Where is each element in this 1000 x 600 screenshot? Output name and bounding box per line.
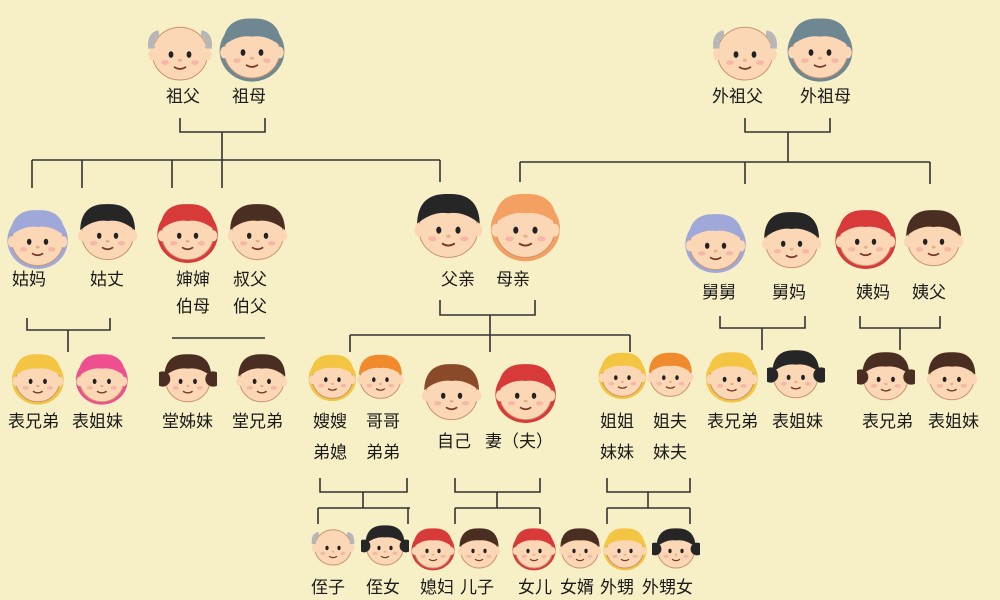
maternal-aunt-face — [835, 210, 897, 270]
label-sister-husband-2: 妹夫 — [653, 443, 687, 463]
label-brother-1: 哥哥 — [366, 412, 400, 432]
label-paternal-cousin-brothers: 堂兄弟 — [232, 412, 283, 432]
label-maternal-cousin-sisters: 表姐妹 — [772, 412, 823, 432]
son-in-law-face — [558, 528, 602, 569]
label-uncle-1: 叔父 — [233, 270, 267, 290]
connector-grandparents — [179, 118, 266, 160]
connector-maternal-uncle-couple — [719, 316, 806, 350]
mother-face — [490, 193, 560, 261]
label-grandmother: 祖母 — [232, 87, 266, 107]
connector-sister-couple — [606, 478, 691, 524]
maternal-cousin-brother-face — [706, 352, 758, 403]
spouse-face — [495, 364, 557, 424]
label-aunt-in-law-1: 婶婶 — [176, 270, 210, 290]
cousin-brother-face — [12, 354, 64, 405]
niece-face — [361, 525, 409, 566]
maternal-uncle-face — [685, 214, 747, 274]
connector-paternal-aunt-couple — [26, 318, 111, 352]
connector-self-couple — [454, 478, 541, 524]
maternal-cousin-sister-2-face — [857, 352, 915, 401]
connector-maternal-grandparents — [744, 118, 831, 162]
cousin-sister-face — [76, 354, 128, 405]
father-face — [414, 193, 482, 258]
daughter-face — [512, 528, 556, 571]
label-daughter-in-law: 媳妇 — [420, 578, 454, 598]
label-sister-1: 姐姐 — [600, 412, 634, 432]
label-maternal-grandmother: 外祖母 — [800, 87, 851, 107]
label-paternal-aunt-husband: 姑丈 — [90, 270, 124, 290]
daughter-in-law-face — [411, 528, 455, 571]
label-self: 自己 — [437, 432, 471, 452]
label-cousin-brothers: 表兄弟 — [8, 412, 59, 432]
sister-husband-face — [646, 352, 694, 397]
label-father: 父亲 — [441, 270, 475, 290]
maternal-cousin-sister-face — [767, 350, 825, 399]
paternal-aunt-face — [7, 210, 69, 270]
label-maternal-cousin-brothers: 表兄弟 — [707, 412, 758, 432]
connector-brother-couple — [317, 478, 410, 524]
label-paternal-cousin-sisters: 堂姊妹 — [162, 412, 213, 432]
label-maternal-uncle: 舅舅 — [702, 283, 736, 303]
label-brother-2: 弟弟 — [366, 443, 400, 463]
label-maternal-aunt: 姨妈 — [856, 283, 890, 303]
sister-face — [598, 352, 646, 399]
label-sister-2: 妹妹 — [600, 443, 634, 463]
label-spouse: 妻（夫） — [485, 432, 553, 452]
label-sister-daughter: 外甥女 — [642, 578, 693, 598]
connector-maternal-aunt-couple — [859, 316, 941, 350]
connector-maternal-children — [519, 161, 931, 184]
connector-parents — [349, 300, 631, 352]
sister-daughter-face — [652, 528, 700, 569]
connector-paternal-children — [31, 159, 441, 188]
paternal-cousin-sister-face — [159, 354, 217, 403]
label-sister-in-law-1: 嫂嫂 — [313, 412, 347, 432]
maternal-aunt-husband-face — [904, 210, 964, 267]
maternal-grandfather-face — [712, 26, 778, 81]
label-son-in-law: 女婿 — [560, 578, 594, 598]
label-aunt-in-law-2: 伯母 — [176, 297, 210, 317]
paternal-aunt-husband-face — [78, 204, 138, 261]
label-sister-in-law-2: 弟媳 — [313, 443, 347, 463]
label-mother: 母亲 — [496, 270, 530, 290]
grandmother-face — [219, 18, 285, 82]
label-maternal-uncle-wife: 舅妈 — [772, 283, 806, 303]
uncle-face — [228, 204, 288, 261]
label-son: 儿子 — [460, 578, 494, 598]
sister-in-law-face — [308, 354, 356, 401]
maternal-cousin-brother-2-face — [926, 352, 978, 401]
label-sister-husband-1: 姐夫 — [653, 412, 687, 432]
label-daughter: 女儿 — [518, 578, 552, 598]
label-sister-son: 外甥 — [600, 578, 634, 598]
label-maternal-grandfather: 外祖父 — [712, 87, 763, 107]
paternal-cousin-brother-face — [236, 354, 288, 403]
label-maternal-cousin-sisters-2: 表姐妹 — [928, 412, 979, 432]
label-uncle-2: 伯父 — [233, 297, 267, 317]
label-nephew: 侄子 — [311, 578, 345, 598]
label-paternal-aunt: 姑妈 — [12, 270, 46, 290]
maternal-uncle-wife-face — [762, 212, 822, 269]
son-face — [457, 528, 501, 569]
aunt-in-law-face — [157, 204, 219, 264]
label-cousin-sisters: 表姐妹 — [72, 412, 123, 432]
nephew-face — [311, 529, 355, 566]
self-face — [422, 364, 482, 421]
brother-face — [356, 354, 404, 399]
sister-son-face — [603, 528, 647, 571]
maternal-grandmother-face — [787, 18, 853, 82]
grandfather-face — [147, 26, 213, 81]
label-niece: 侄女 — [366, 578, 400, 598]
label-maternal-aunt-husband: 姨父 — [912, 283, 946, 303]
label-maternal-cousin-brothers-2: 表兄弟 — [862, 412, 913, 432]
label-grandfather: 祖父 — [166, 87, 200, 107]
